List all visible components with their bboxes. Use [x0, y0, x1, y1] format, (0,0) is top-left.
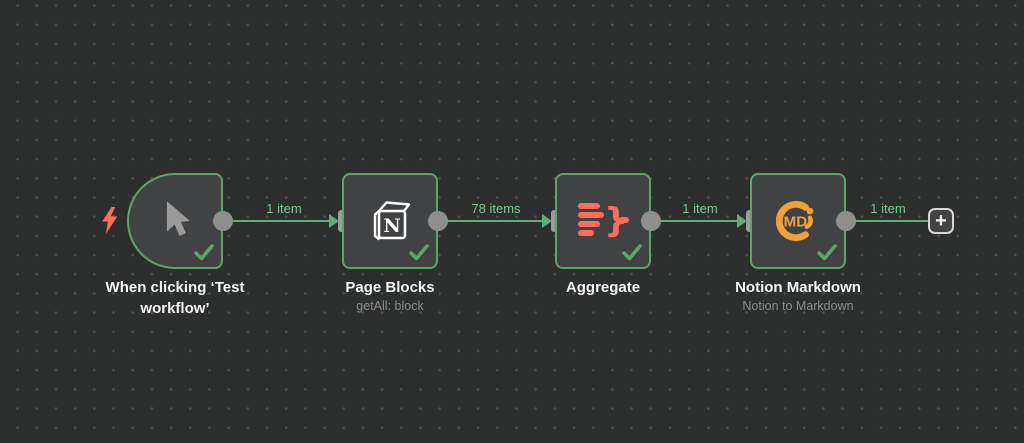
svg-text:N: N [383, 215, 400, 237]
node-notion-markdown[interactable]: MD [750, 173, 846, 269]
node-subtitle: getAll: block [356, 299, 424, 313]
connection-items-label: 78 items [471, 201, 521, 216]
connection-wire[interactable] [659, 220, 737, 222]
node-aggregate[interactable]: } [555, 173, 651, 269]
aggregate-icon: } [578, 201, 629, 241]
notion-icon: N [373, 201, 411, 241]
node-subtitle: Notion to Markdown [742, 299, 854, 313]
connection-wire[interactable] [446, 220, 542, 222]
success-check-icon [409, 244, 429, 261]
svg-text:MD: MD [784, 214, 808, 231]
notion-markdown-icon: MD [775, 200, 814, 242]
success-check-icon [817, 244, 837, 261]
output-port[interactable] [213, 211, 233, 231]
node-title: Page Blocks [345, 279, 435, 296]
output-port[interactable] [836, 211, 856, 231]
node-when-clicking-test-workflow[interactable] [127, 173, 223, 269]
output-port[interactable] [641, 211, 661, 231]
cursor-icon [166, 200, 190, 236]
connection-wire[interactable] [854, 220, 928, 222]
success-check-icon [622, 244, 642, 261]
node-title: Notion Markdown [735, 279, 861, 296]
connection-items-label: 1 item [682, 201, 718, 216]
output-port[interactable] [428, 211, 448, 231]
connection-arrow-icon [329, 214, 339, 228]
success-check-icon [194, 244, 214, 261]
node-page-blocks[interactable]: N [342, 173, 438, 269]
connection-arrow-icon [737, 214, 747, 228]
add-node-button[interactable]: + [928, 208, 954, 234]
connection-wire[interactable] [231, 220, 329, 222]
trigger-bolt-icon [102, 207, 118, 234]
node-title: When clicking ‘Test workflow’ [105, 279, 245, 317]
node-title: Aggregate [565, 279, 641, 296]
connection-items-label: 1 item [870, 201, 906, 216]
plus-icon: + [935, 210, 947, 232]
connection-items-label: 1 item [266, 201, 302, 216]
connection-arrow-icon [542, 214, 552, 228]
